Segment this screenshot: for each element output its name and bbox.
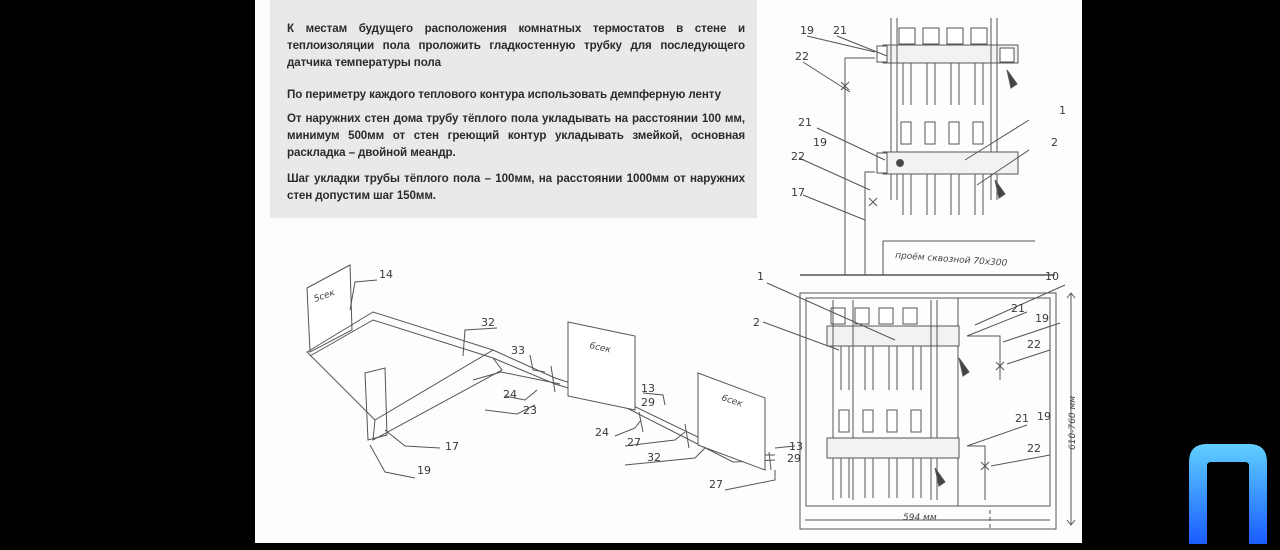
cabinet-callout-21b: 21	[1015, 412, 1029, 425]
callout-17: 17	[791, 186, 805, 199]
callout-21: 21	[833, 24, 847, 37]
callout-22b: 22	[791, 150, 805, 163]
cabinet-callout-22: 22	[1027, 338, 1041, 351]
cabinet-callout-22b: 22	[1027, 442, 1041, 455]
cabinet-callout-19: 19	[1035, 312, 1049, 325]
callout-1: 1	[1059, 104, 1066, 117]
floor-section	[306, 264, 796, 491]
floor-callout-32: 32	[481, 316, 495, 329]
floor-callout-33: 33	[511, 344, 525, 357]
instruction-paragraph-2: По периметру каждого теплового контура и…	[287, 88, 722, 101]
floor-callout-27b: 27	[709, 478, 723, 491]
cabinet-callout-1: 1	[757, 270, 764, 283]
floor-callout-29: 29	[641, 396, 655, 409]
technical-drawing: 19 21 22 1 21 19 2 22 17 проём сквозной …	[306, 18, 1078, 530]
opening-note: проём сквозной 70х300	[895, 251, 1008, 269]
callout-21b: 21	[798, 116, 812, 129]
cabinet-callout-19b: 19	[1037, 410, 1051, 423]
floor-callout-24: 24	[503, 388, 517, 401]
callout-19: 19	[800, 24, 814, 37]
cabinet-width-dimension: 594 мм	[903, 513, 937, 523]
floor-callout-13: 13	[641, 382, 655, 395]
manifold-cabinet	[762, 282, 1076, 530]
document-page: К местам будущего расположения комнатных…	[255, 0, 1082, 543]
cabinet-height-dimension: 610-760 мм	[1068, 396, 1078, 450]
floor-callout-23: 23	[523, 404, 537, 417]
callout-19b: 19	[813, 136, 827, 149]
floor-labels: 5сек 6сек 6сек 14 32 33 24 23 13 29 24 2…	[313, 268, 803, 491]
floor-callout-13b: 13	[789, 440, 803, 453]
floor-callout-29b: 29	[787, 452, 801, 465]
floor-callout-32b: 32	[647, 451, 661, 464]
panel-note-2: 6сек	[588, 341, 612, 355]
callout-22: 22	[795, 50, 809, 63]
floor-callout-19: 19	[417, 464, 431, 477]
instructions-block	[270, 0, 757, 218]
instruction-paragraph-3: От наружних стен дома трубу тёплого пола…	[287, 112, 745, 159]
callout-2: 2	[1051, 136, 1058, 149]
top-manifold	[798, 18, 1055, 276]
instruction-paragraph-1: К местам будущего расположения комнатных…	[287, 22, 745, 69]
brand-logo-icon	[1189, 444, 1267, 544]
floor-callout-14: 14	[379, 268, 393, 281]
cabinet-callout-21: 21	[1011, 302, 1025, 315]
instruction-paragraph-4: Шаг укладки трубы тёплого пола – 100мм, …	[287, 172, 745, 202]
cabinet-labels: 1 10 2 21 19 22 21 19 22 610-760 мм 594 …	[753, 270, 1078, 523]
cabinet-callout-2: 2	[753, 316, 760, 329]
floor-callout-27: 27	[627, 436, 641, 449]
floor-callout-17: 17	[445, 440, 459, 453]
floor-callout-24b: 24	[595, 426, 609, 439]
cabinet-callout-10: 10	[1045, 270, 1059, 283]
